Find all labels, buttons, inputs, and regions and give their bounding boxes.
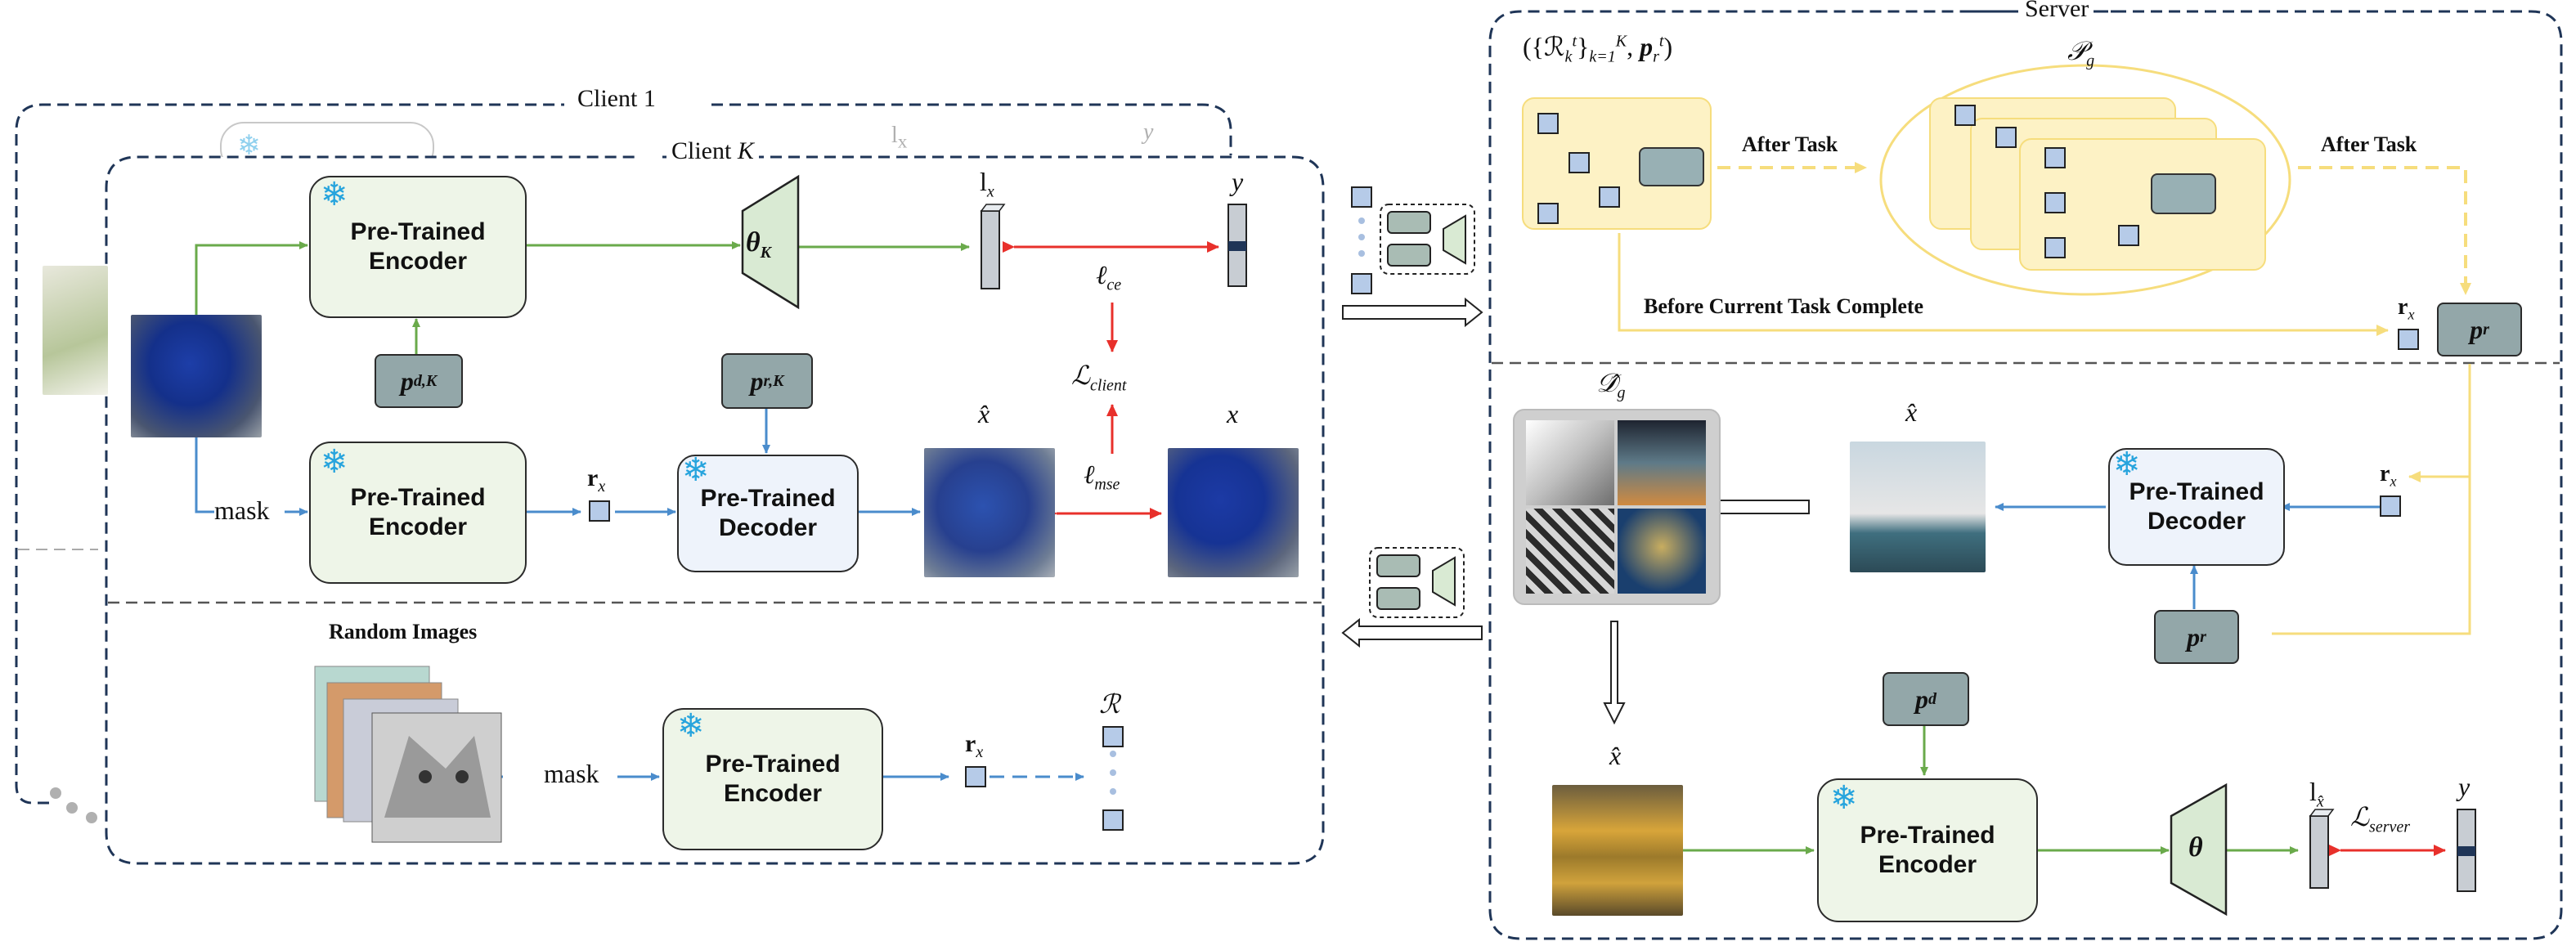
decoder-box-client: Pre-Trained Decoder: [677, 455, 859, 572]
gen-image-object: [1618, 509, 1706, 594]
square-token-icon: [965, 766, 986, 787]
client-k-title: Client K: [666, 137, 759, 165]
generated-bus-image: [1552, 785, 1683, 916]
client-1-frame: [15, 103, 1232, 805]
encoder-box-server: Pre-Trained Encoder: [1817, 778, 2038, 922]
square-token-icon: [1102, 809, 1124, 831]
square-token-icon: [1995, 127, 2017, 148]
model-icon: [1376, 587, 1420, 610]
square-token-icon: [2380, 495, 2401, 517]
r-cal-label: ℛ: [1099, 689, 1120, 719]
model-icon: [2151, 173, 2216, 214]
arrow-left-icon: [1341, 617, 1483, 648]
square-token-icon: [1102, 726, 1124, 747]
x-hat-label: x̂: [978, 399, 990, 428]
reconstructed-bird-image: [924, 448, 1055, 577]
r-x-label-3: rx: [2398, 294, 2415, 323]
decoder-label: Pre-Trained Decoder: [700, 485, 836, 541]
y-label-2: y: [2458, 772, 2471, 801]
square-token-icon: [1537, 203, 1559, 224]
mask-label: mask: [214, 495, 270, 525]
ghost-y: y: [1143, 119, 1154, 145]
l-client-label: ℒclient: [1071, 361, 1127, 395]
d-g-label: 𝒟̂g: [1596, 368, 1626, 402]
snowflake-icon: ❄: [682, 451, 710, 489]
model-icon: [1387, 244, 1431, 267]
square-token-icon: [589, 500, 610, 522]
gen-image-person: [1618, 420, 1706, 505]
original-bird-image: [1168, 448, 1299, 577]
square-token-icon: [2044, 147, 2066, 168]
x-hat-label-3: x̂: [1609, 741, 1622, 770]
encoder-label: Pre-Trained Encoder: [1860, 822, 1995, 878]
square-token-icon: [1537, 113, 1559, 134]
encoder-label: Pre-Trained Encoder: [705, 751, 841, 807]
bird-input-image: [131, 315, 262, 437]
random-images-title: Random Images: [329, 620, 478, 643]
square-token-icon: [2044, 192, 2066, 213]
square-token-icon: [2398, 329, 2419, 350]
snowflake-icon: ❄: [321, 443, 348, 481]
square-token-icon: [1568, 152, 1590, 173]
model-icon: [1639, 147, 1704, 186]
l-xhat-label: lx̂: [2309, 777, 2324, 811]
encoder-label: Pre-Trained Encoder: [350, 484, 486, 540]
snowflake-icon: ❄: [677, 707, 705, 745]
server-title: Server: [2020, 0, 2094, 23]
theta-block: [2170, 782, 2228, 917]
l-x-label: lx: [980, 167, 994, 201]
after-task-label-1: After Task: [1742, 132, 1838, 156]
snowflake-icon: ❄: [1830, 779, 1858, 817]
l-ce-label: ℓce: [1096, 260, 1122, 294]
arrow-right-icon: [1342, 297, 1483, 328]
after-task-label-2: After Task: [2321, 132, 2417, 156]
mask-label-2: mask: [544, 759, 599, 788]
l-server-label: ℒserver: [2350, 802, 2411, 836]
x-label: x: [1227, 399, 1239, 428]
server-tuple-label: ({ℛkt}k=1K, prt): [1523, 32, 1673, 66]
before-complete-label: Before Current Task Complete: [1644, 294, 1924, 318]
square-token-icon: [1351, 186, 1372, 208]
y-label: y: [1232, 167, 1244, 196]
square-token-icon: [2118, 225, 2139, 246]
decoder-box-server: Pre-Trained Decoder: [2108, 448, 2285, 566]
encoder-box-upper: Pre-Trained Encoder: [309, 176, 527, 318]
snowflake-icon: ❄: [2113, 446, 2141, 483]
r-x-label-2: rx: [965, 730, 984, 761]
encoder-box-random: Pre-Trained Encoder: [662, 708, 883, 850]
generated-sailboat-image: [1850, 442, 1986, 572]
model-icon: [1387, 211, 1431, 234]
gen-image-wolf: [1526, 420, 1614, 505]
x-hat-label-2: x̂: [1905, 397, 1918, 427]
back-bird-image: [43, 266, 108, 395]
client-1-title: Client 1: [572, 85, 661, 113]
square-token-icon: [1599, 186, 1620, 208]
encoder-label: Pre-Trained Encoder: [350, 218, 486, 275]
snowflake-icon: ❄: [237, 129, 261, 162]
square-token-icon: [1954, 105, 1976, 126]
p-g-label: 𝒫g: [2067, 36, 2095, 70]
encoder-box-lower: Pre-Trained Encoder: [309, 442, 527, 584]
theta-label: θ: [2188, 832, 2203, 863]
l-mse-label: ℓmse: [1084, 460, 1120, 494]
ghost-l-x: lx: [891, 123, 908, 153]
theta-k-block: [741, 174, 800, 310]
gen-image-zebra: [1526, 509, 1614, 594]
square-token-icon: [2044, 237, 2066, 258]
generated-images-panel: [1513, 409, 1721, 605]
model-icon: [1376, 554, 1420, 577]
square-token-icon: [1351, 273, 1372, 294]
r-x-label: rx: [587, 464, 606, 495]
snowflake-icon: ❄: [321, 176, 348, 213]
theta-k-label: θK: [746, 227, 771, 262]
decoder-label: Pre-Trained Decoder: [2129, 478, 2264, 535]
r-x-label-4: rx: [2380, 461, 2397, 490]
